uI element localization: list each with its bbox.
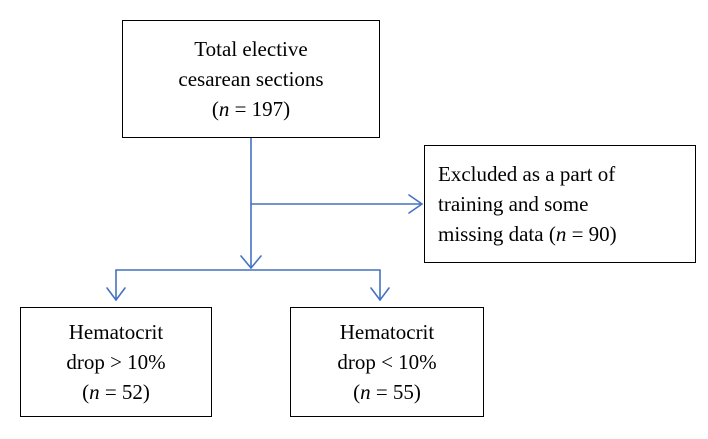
total-line-2: cesarean sections — [178, 67, 324, 91]
total-line-1: Total elective — [194, 37, 308, 61]
low-count-value: = 55) — [370, 380, 421, 404]
hematocrit-drop-high-box: Hematocrit drop > 10% (n = 52) — [20, 307, 212, 417]
excluded-line-3: missing data (n = 90) — [438, 219, 617, 249]
left-branch-arrowhead — [106, 287, 126, 301]
high-count: (n = 52) — [82, 377, 150, 407]
total-count-value: = 197) — [229, 97, 291, 121]
total-count-var: n — [218, 97, 230, 121]
excluded-line-3-text: missing data ( — [438, 222, 556, 246]
excluded-count-value: = 90) — [566, 222, 617, 246]
excluded-line-2: training and some — [438, 192, 589, 216]
excluded-count-var: n — [555, 222, 567, 246]
total-sections-box: Total elective cesarean sections (n = 19… — [122, 20, 380, 138]
high-count-var: n — [89, 380, 100, 404]
excluded-line-1: Excluded as a part of — [438, 162, 616, 186]
right-branch-arrowhead — [370, 287, 390, 301]
total-count: (n = 197) — [212, 94, 290, 124]
low-line-2: drop < 10% — [337, 350, 437, 374]
high-line-1: Hematocrit — [68, 320, 164, 344]
total-count-open: ( — [211, 97, 219, 121]
low-count-var: n — [360, 380, 371, 404]
high-line-2: drop > 10% — [66, 350, 166, 374]
high-count-open: ( — [82, 380, 90, 404]
excluded-box: Excluded as a part of training and some … — [424, 145, 696, 263]
high-count-value: = 52) — [99, 380, 150, 404]
low-count: (n = 55) — [353, 377, 421, 407]
hematocrit-drop-low-box: Hematocrit drop < 10% (n = 55) — [290, 307, 484, 417]
low-line-1: Hematocrit — [339, 320, 435, 344]
low-count-open: ( — [353, 380, 361, 404]
exclusion-arrowhead — [408, 194, 423, 214]
trunk-arrowhead — [240, 255, 262, 269]
